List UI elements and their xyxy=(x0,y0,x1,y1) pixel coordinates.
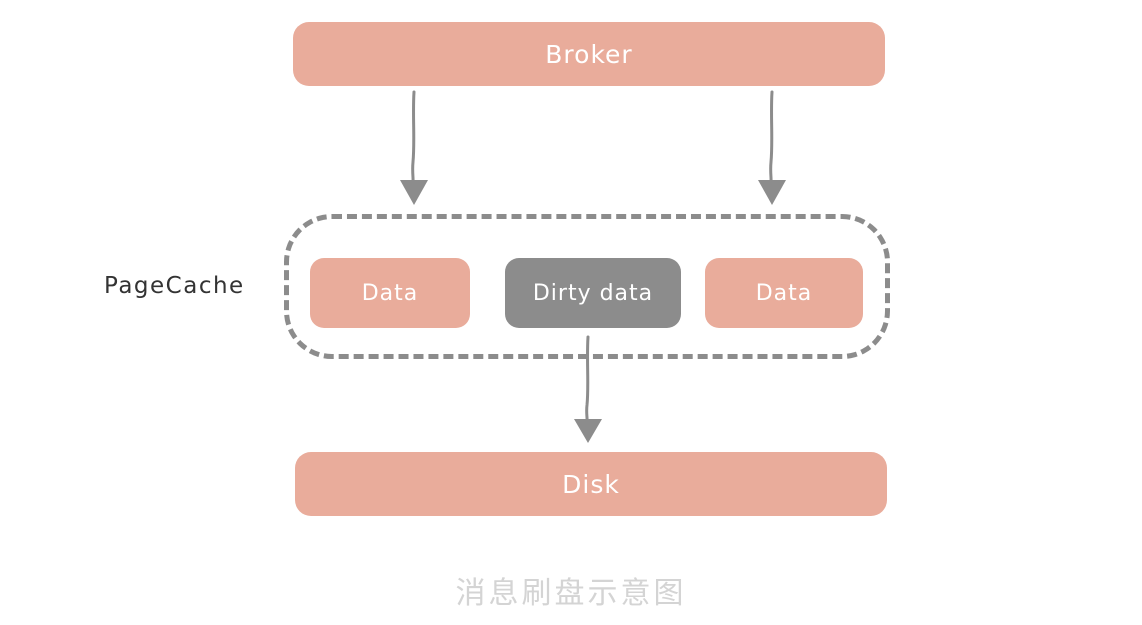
disk-node[interactable]: Disk xyxy=(295,452,887,516)
broker-label: Broker xyxy=(545,39,633,69)
arrow-broker-to-cache-right xyxy=(758,90,786,205)
cache-cell-label: Dirty data xyxy=(532,280,654,306)
cache-cell-label: Data xyxy=(755,280,813,306)
cache-cell-data-right[interactable]: Data xyxy=(705,258,863,328)
broker-node[interactable]: Broker xyxy=(293,22,885,86)
arrow-broker-to-cache-left xyxy=(400,90,428,205)
pagecache-label: PageCache xyxy=(104,273,245,299)
diagram-caption: 消息刷盘示意图 xyxy=(455,576,687,611)
disk-label: Disk xyxy=(562,469,620,499)
cache-cell-data-left[interactable]: Data xyxy=(310,258,470,328)
cache-cell-dirty-data[interactable]: Dirty data xyxy=(505,258,681,328)
cache-cell-label: Data xyxy=(361,280,419,306)
